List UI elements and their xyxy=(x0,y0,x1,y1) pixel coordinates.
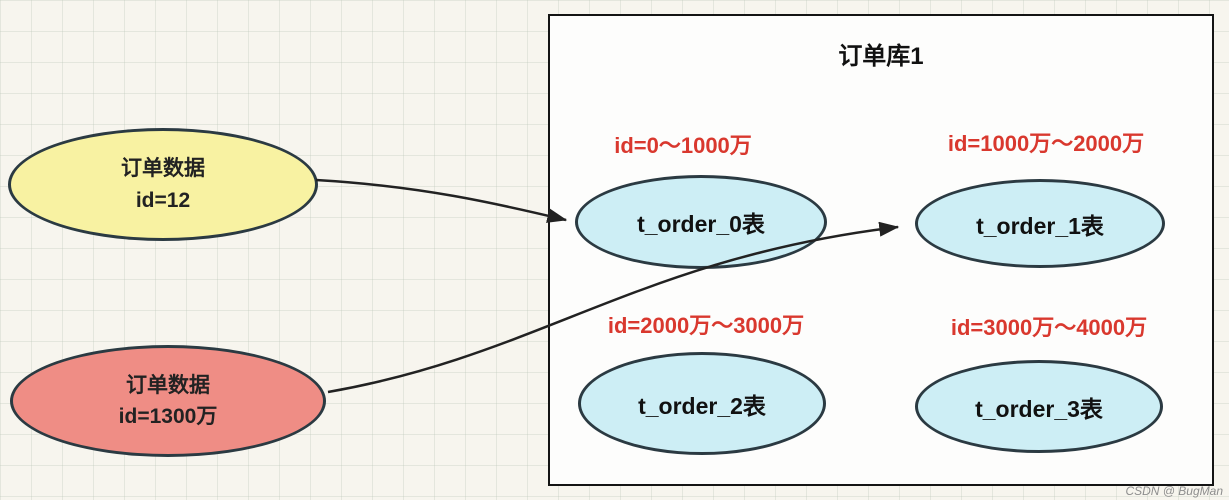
table-node-t_order_1: t_order_1表 xyxy=(915,179,1165,268)
range-label-table-3: id=3000万～4000万 xyxy=(950,315,1148,340)
source-node-id1300w: 订单数据 id=1300万 xyxy=(10,345,326,457)
table-name-t_order_0: t_order_0表 xyxy=(637,211,765,237)
source-node-id12: 订单数据 id=12 xyxy=(8,128,318,241)
table-node-t_order_2: t_order_2表 xyxy=(578,352,826,455)
range-label-table-1: id=1000万～2000万 xyxy=(947,131,1145,156)
source-id-id12: id=12 xyxy=(135,188,191,212)
table-node-t_order_3: t_order_3表 xyxy=(915,360,1163,453)
table-name-t_order_3: t_order_3表 xyxy=(975,395,1103,422)
table-node-t_order_0: t_order_0表 xyxy=(575,175,827,269)
arrow-id12-to-t_order_0 xyxy=(315,178,568,223)
table-name-t_order_2: t_order_2表 xyxy=(638,392,766,419)
range-label-table-2: id=2000万～3000万 xyxy=(607,313,805,338)
source-title-id12: 订单数据 xyxy=(121,157,205,180)
range-label-table-0: id=0～1000万 xyxy=(614,133,752,158)
watermark-text: CSDN @ BugMan xyxy=(1125,484,1223,498)
source-id-id1300w: id=1300万 xyxy=(118,405,218,428)
source-title-id1300w: 订单数据 xyxy=(126,373,210,397)
database-title: 订单库1 xyxy=(838,43,924,70)
table-name-t_order_1: t_order_1表 xyxy=(976,212,1104,239)
